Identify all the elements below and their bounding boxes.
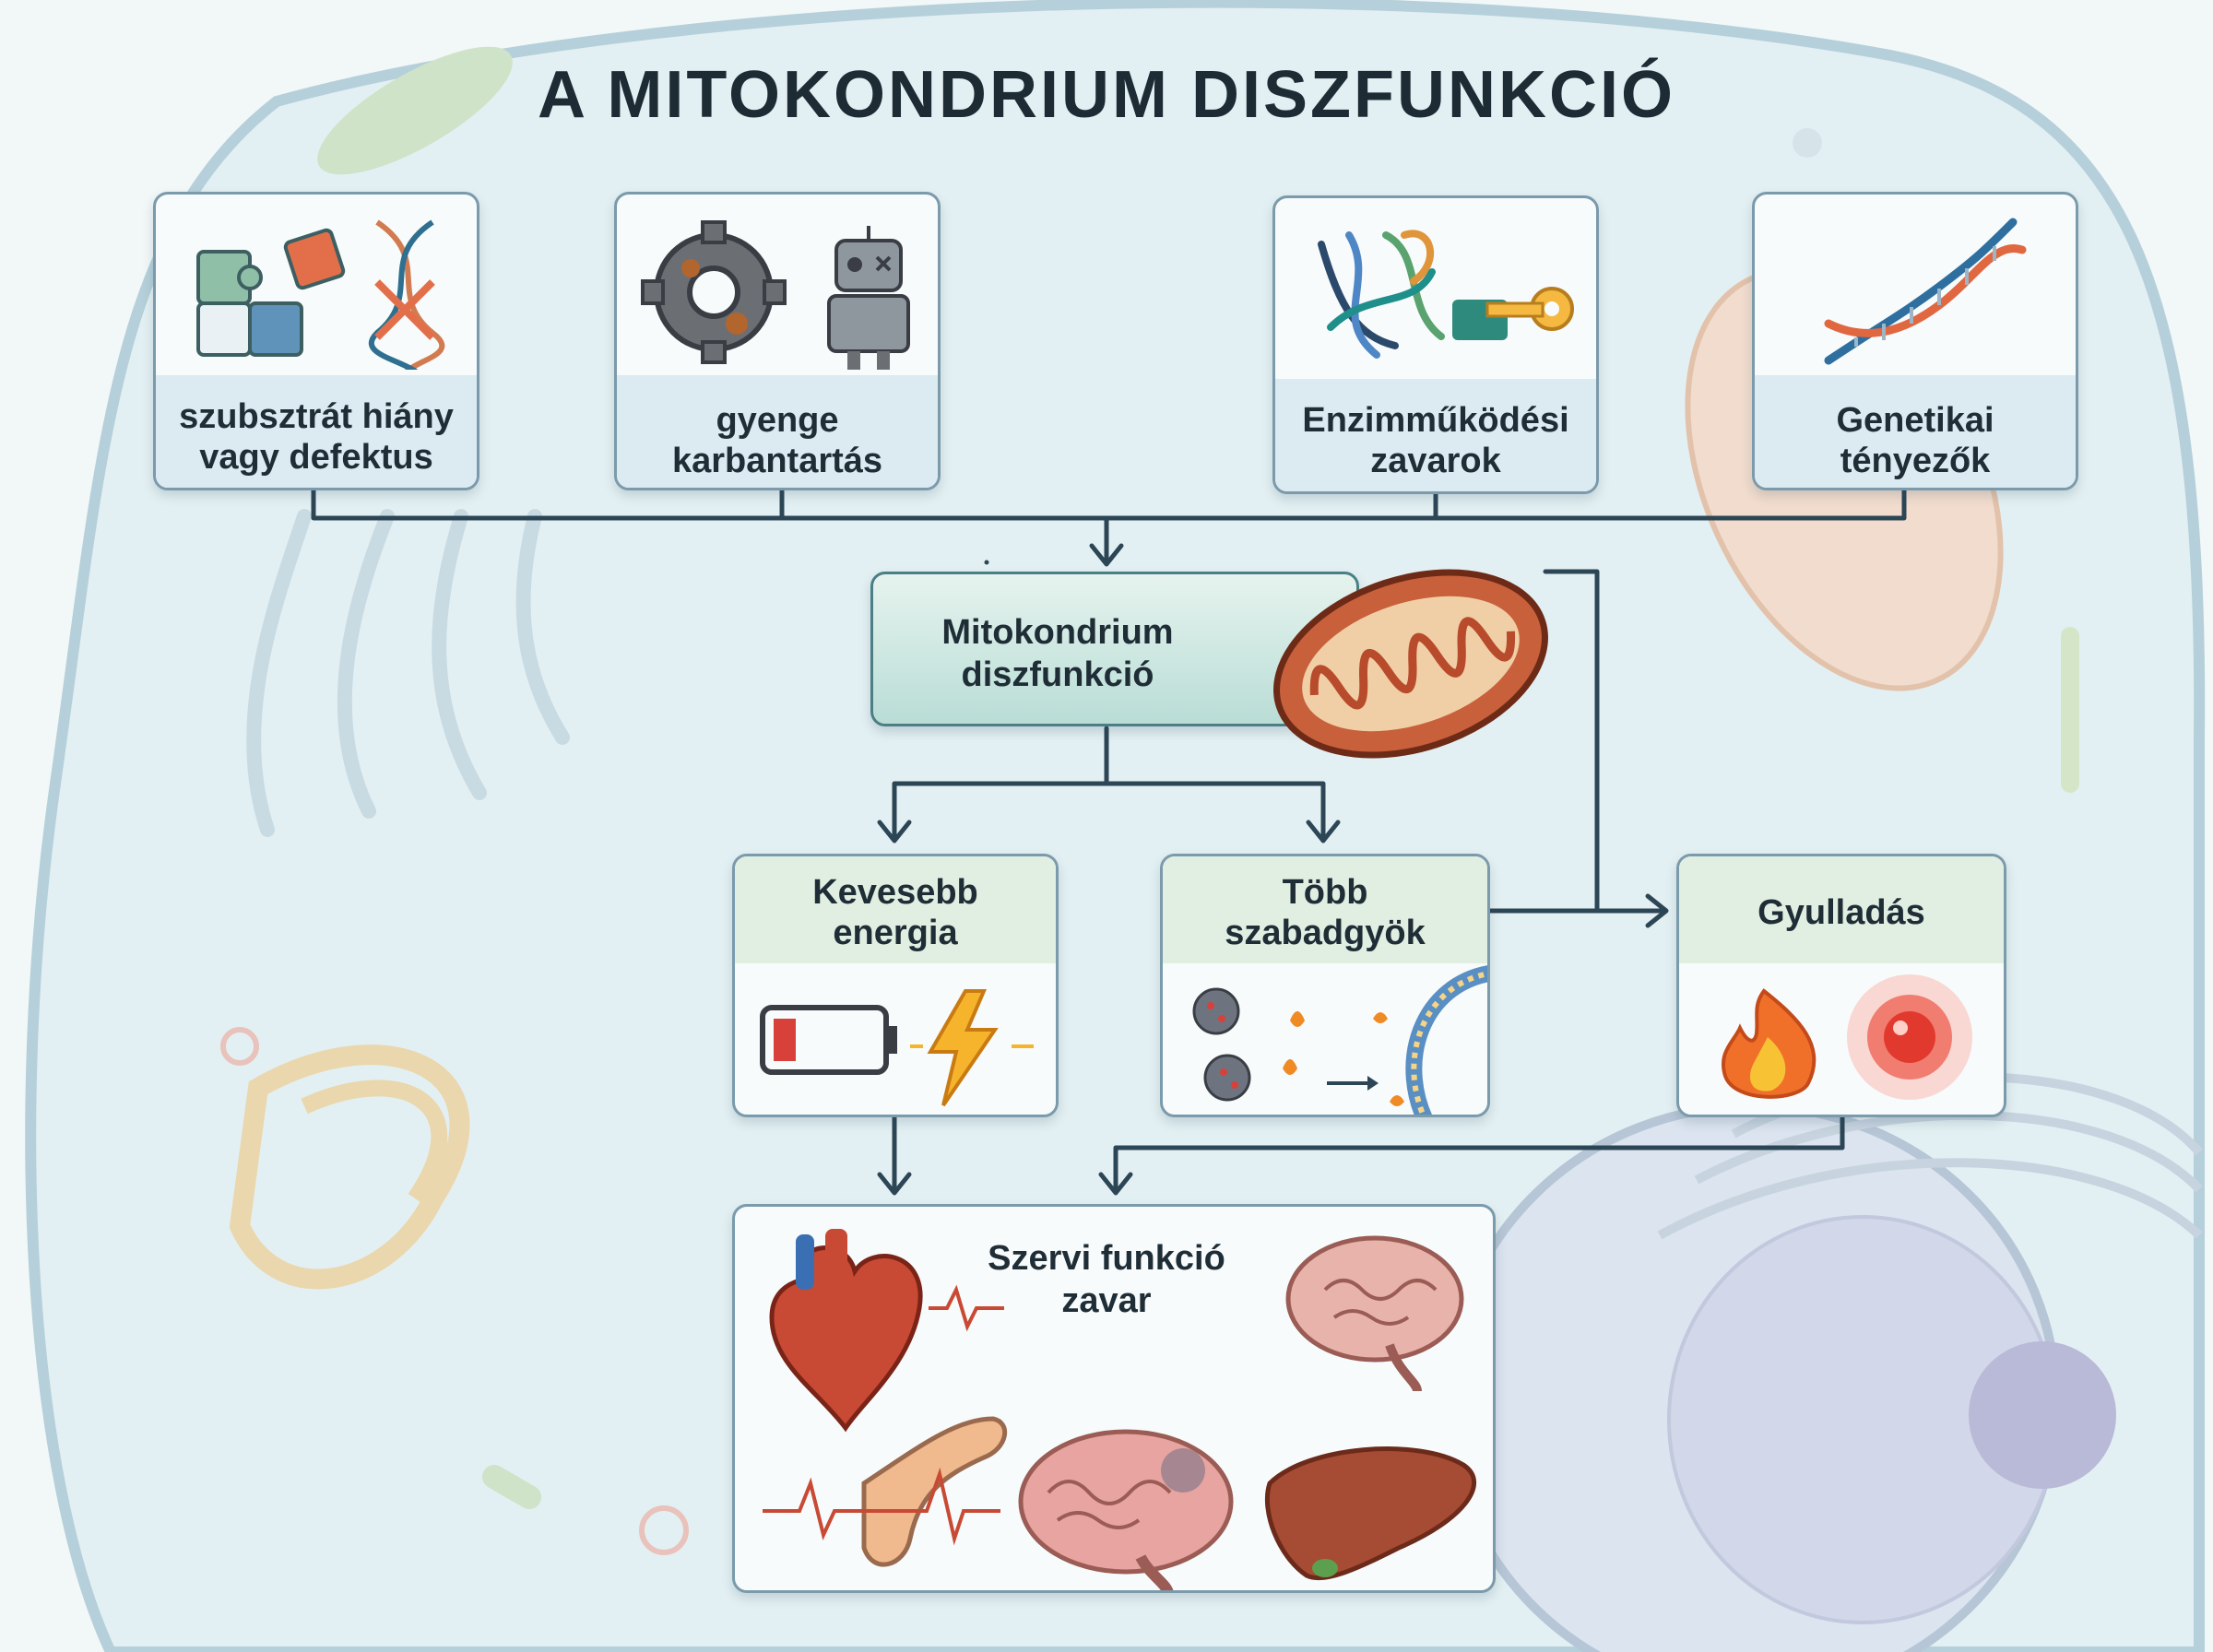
enzyme-key-icon xyxy=(1318,230,1574,359)
puzzle-dna-icon xyxy=(196,219,445,370)
outcome-label-line2: zavar xyxy=(1061,1281,1152,1320)
brain-lesion-icon xyxy=(1018,1429,1234,1590)
cause-label-line2: karbantartás xyxy=(671,442,883,480)
flame-inflammation-icon xyxy=(1722,974,1972,1100)
liver-icon xyxy=(1264,1446,1476,1581)
outcome-card-organ-dysfunction xyxy=(732,1204,1496,1593)
page-title: A MITOKONDRIUM DISZFUNKCIÓ xyxy=(538,58,1675,132)
heart-icon xyxy=(769,1229,1004,1433)
effect-card-free-radicals: Több szabadgyök xyxy=(1160,854,1490,1117)
cause-label-line1: Enzimműködési xyxy=(1302,401,1569,440)
brain-icon xyxy=(1285,1235,1464,1393)
center-label-line2: diszfunkció xyxy=(961,655,1154,694)
cause-label-line1: gyenge xyxy=(716,401,839,440)
organ-icons xyxy=(763,1229,1476,1590)
free-radical-membrane-icon xyxy=(1192,965,1487,1115)
rusty-gear-robot-icon xyxy=(641,220,910,370)
cause-label-line1: szubsztrát hiány xyxy=(179,397,454,436)
effect-label-line2: energia xyxy=(833,914,958,952)
arrow-to-energy xyxy=(892,726,1109,842)
cause-card-genetic: Genetikai tényezők xyxy=(1752,192,2078,490)
cause-label-line2: vagy defektus xyxy=(199,438,433,477)
effect-label: Gyulladás xyxy=(1757,893,1925,932)
cause-card-substrate: szubsztrát hiány vagy defektus xyxy=(153,192,479,490)
low-battery-lightning-icon xyxy=(760,989,1034,1107)
effect-label-line1: Kevesebb xyxy=(812,873,978,912)
arrow-inflammation-to-organs xyxy=(1113,1115,1845,1194)
effect-card-inflammation: Gyulladás xyxy=(1676,854,2006,1117)
effect-label-line1: Több xyxy=(1282,873,1368,912)
arrow-to-radicals xyxy=(1104,781,1326,842)
cause-label-line2: zavarok xyxy=(1370,442,1501,480)
cause-card-enzyme: Enzimműködési zavarok xyxy=(1272,195,1599,494)
center-mitochondrial-dysfunction: Mitokondrium diszfunkció xyxy=(870,572,1359,726)
cause-label-line2: tényezők xyxy=(1840,442,1991,480)
cause-merge-line xyxy=(311,486,1907,521)
dna-icon xyxy=(1824,218,2027,365)
pancreas-icon xyxy=(763,1416,1008,1567)
outcome-label-line1: Szervi funkció xyxy=(988,1239,1225,1278)
effect-label-line2: szabadgyök xyxy=(1225,914,1426,952)
cause-label-line1: Genetikai xyxy=(1836,401,1994,440)
center-label-line1: Mitokondrium xyxy=(941,613,1174,652)
arrow-center-to-inflammation xyxy=(1543,569,1667,914)
effect-card-energy: Kevesebb energia xyxy=(732,854,1059,1117)
cause-card-maintenance: gyenge karbantartás xyxy=(614,192,941,490)
